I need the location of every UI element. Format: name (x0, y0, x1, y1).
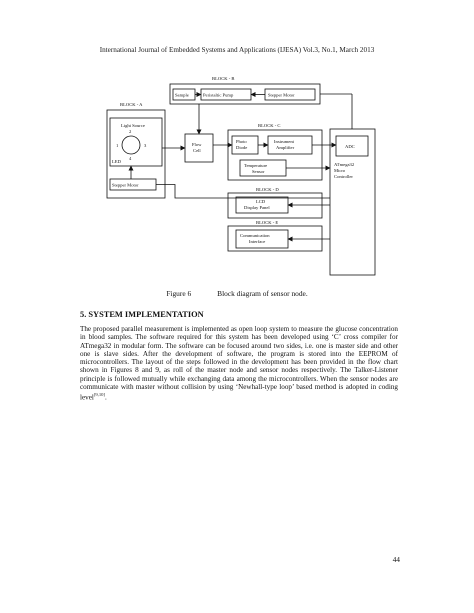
pump-label: Peristaltic Pump (203, 93, 234, 98)
block-e-frame (227, 225, 323, 252)
amplifier-label-2: Amplifier (276, 145, 295, 150)
stepper-left-label: Stepper Motor (112, 183, 139, 188)
photo-diode-label-1: Photo (236, 139, 247, 144)
led-num-1: 1 (116, 143, 119, 148)
block-c-label: BLOCK - C (258, 123, 280, 128)
amplifier-label-1: Instrument (274, 139, 295, 144)
flow-cell-label-2: Cell (193, 148, 201, 153)
lcd-label-2: Display Panel (244, 205, 270, 210)
light-source-label: Light Source (121, 123, 145, 128)
figure-caption-text: Block diagram of sensor node. (217, 289, 308, 298)
block-diagram: BLOCK - A BLOCK - B BLOCK - C BLOCK - D … (106, 76, 376, 276)
temp-sensor-label-2: Sensor (252, 169, 265, 174)
block-e-label: BLOCK - E (256, 220, 278, 225)
block-c-frame (227, 129, 323, 181)
block-d-label: BLOCK - D (256, 187, 279, 192)
led-label: LED (112, 159, 122, 164)
led-num-2: 2 (129, 129, 132, 134)
adc-label: ADC (345, 144, 355, 149)
sample-label: Sample (175, 93, 189, 98)
flow-cell-label-1: Flow (192, 142, 202, 147)
temp-sensor-label-1: Temperature (244, 163, 267, 168)
mcu-stepper-left-line (156, 184, 330, 199)
figure-caption: Figure 6 Block diagram of sensor node. (0, 289, 474, 298)
light-source-box (109, 117, 163, 167)
body-paragraph: The proposed parallel measurement is imp… (80, 325, 398, 402)
comm-label-2: Interface (249, 239, 265, 244)
citation-superscript: [9,10] (93, 392, 105, 397)
block-a-frame (106, 109, 166, 199)
body-paragraph-end: . (105, 393, 107, 402)
mcu-label-3: Controller (334, 174, 353, 179)
block-b-frame (169, 83, 321, 105)
body-paragraph-text: The proposed parallel measurement is imp… (80, 325, 398, 402)
figure-number: Figure 6 (166, 289, 192, 298)
mcu-label-1: ATmega32 (334, 162, 355, 167)
journal-header: International Journal of Embedded System… (99, 46, 375, 54)
page-number: 44 (392, 555, 400, 564)
photo-diode-label-2: Diode (236, 145, 247, 150)
block-d-frame (227, 192, 323, 219)
led-num-4: 4 (129, 156, 132, 161)
led-num-3: 3 (144, 143, 147, 148)
section-heading: 5. SYSTEM IMPLEMENTATION (80, 310, 204, 319)
lcd-label-1: LCD (256, 199, 266, 204)
led-circle (121, 135, 141, 155)
mcu-label-2: Micro (334, 168, 346, 173)
block-a-label: BLOCK - A (120, 102, 143, 107)
comm-label-1: Communication (240, 233, 270, 238)
stepper-top-label: Stepper Motor (268, 93, 295, 98)
block-b-label: BLOCK - B (212, 76, 234, 81)
mcu-box (329, 128, 376, 276)
